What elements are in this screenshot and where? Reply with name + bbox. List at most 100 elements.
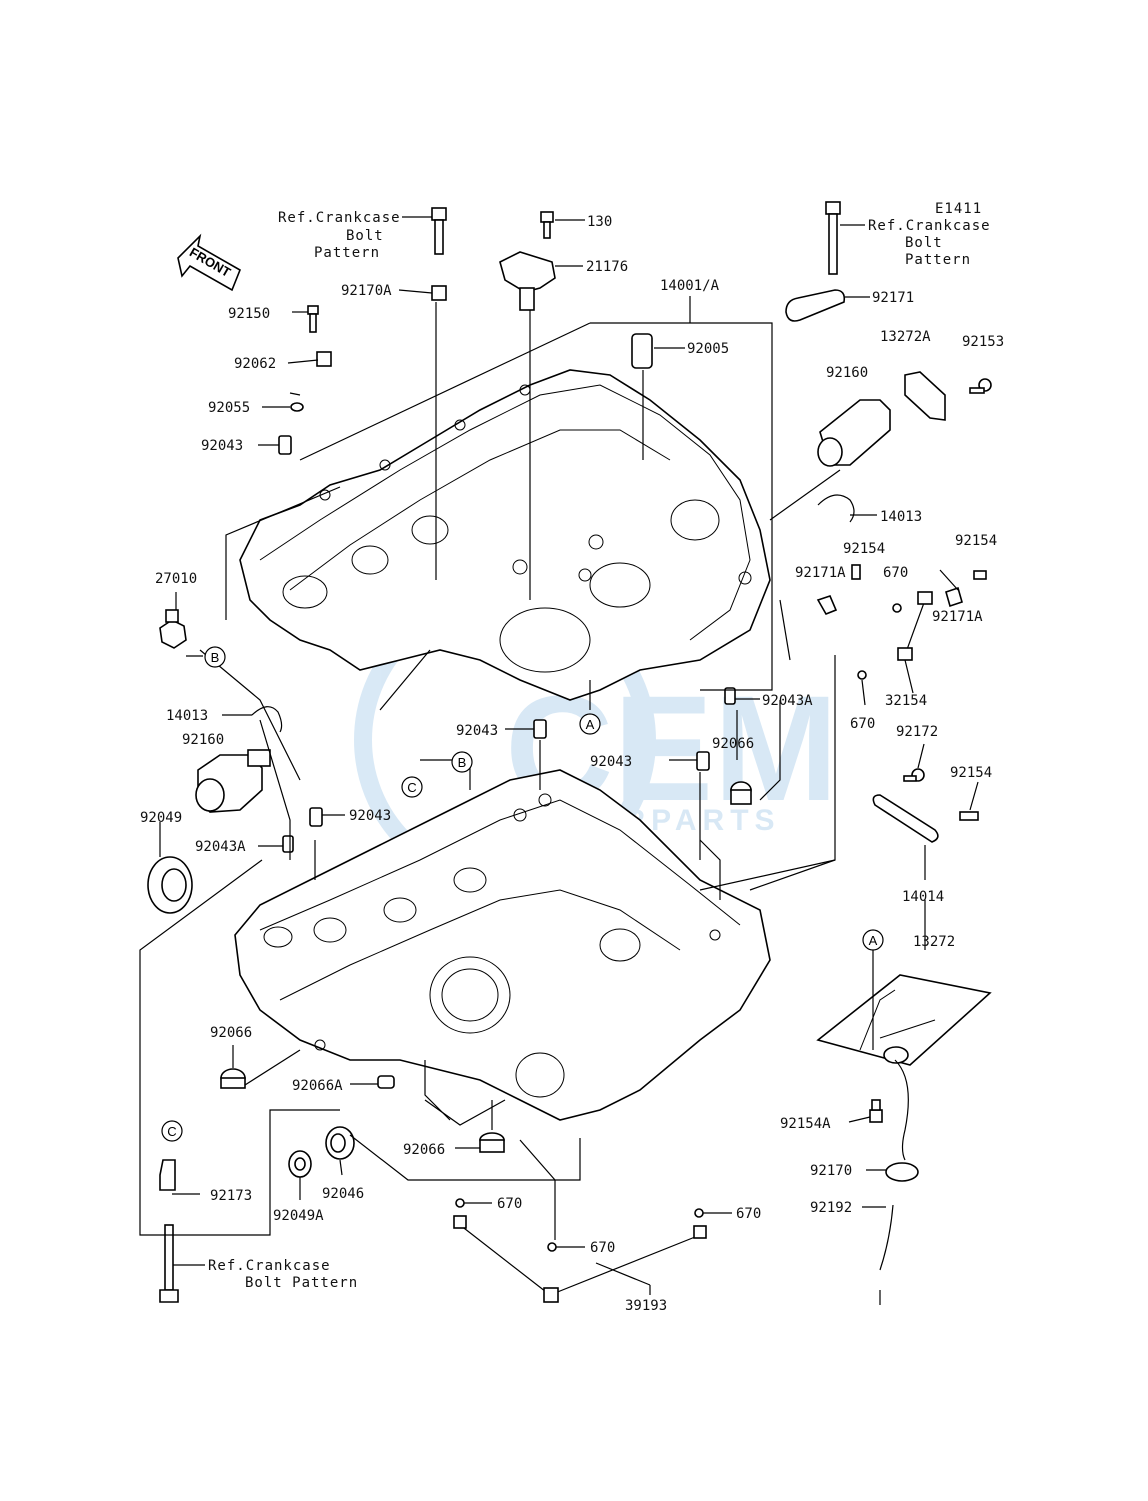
bolt-92172: [903, 768, 925, 782]
part-label: 92160: [826, 365, 868, 381]
svg-text:Ref.Crankcase: Ref.Crankcase: [278, 210, 401, 226]
part-label: 92046: [322, 1186, 364, 1202]
part-label: 92043: [456, 723, 498, 739]
bolt-92154-c: [959, 811, 979, 821]
clamp-92170A: [431, 285, 447, 301]
dowel-92043-a: [278, 435, 292, 455]
oring-670-e: [694, 1208, 704, 1218]
part-label: 14001/A: [660, 278, 720, 294]
part-label: 39193: [625, 1298, 667, 1314]
part-label: 13272: [913, 934, 955, 950]
svg-text:Ref.Crankcase: Ref.Crankcase: [208, 1258, 331, 1274]
part-label: 92173: [210, 1188, 252, 1204]
svg-text:B: B: [211, 650, 220, 665]
part-label: 27010: [155, 571, 197, 587]
plug-92066A: [377, 1075, 395, 1089]
part-label: 92154: [950, 765, 992, 781]
part-label: 92005: [687, 341, 729, 357]
plug-92066-c: [479, 1132, 505, 1153]
lower-crankcase: [234, 769, 771, 1121]
part-label: 92170A: [341, 283, 392, 299]
part-label: 92066A: [292, 1078, 343, 1094]
part-label: 92049A: [273, 1208, 324, 1224]
svg-text:A: A: [586, 717, 595, 732]
part-label: 92153: [962, 334, 1004, 350]
front-arrow-icon: FRONT: [177, 233, 242, 292]
part-label: 92043: [349, 808, 391, 824]
oring-670-b: [857, 670, 867, 680]
svg-text:Pattern: Pattern: [905, 252, 971, 268]
callout-A-right: A: [862, 929, 884, 951]
part-label: 92066: [210, 1025, 252, 1041]
part-labels: 130 21176 92170A 14001/A 92171 92150 920…: [140, 214, 1004, 1314]
part-label: 92049: [140, 810, 182, 826]
seal-92049A: [288, 1150, 312, 1178]
part-label: 32154: [885, 693, 927, 709]
part-label: 92154A: [780, 1116, 831, 1132]
svg-text:Bolt Pattern: Bolt Pattern: [245, 1275, 358, 1291]
part-label: 92154: [843, 541, 885, 557]
part-92055: [290, 402, 304, 412]
part-label: 670: [497, 1196, 522, 1212]
leader-lines: [139, 216, 979, 1295]
part-label: 670: [850, 716, 875, 732]
svg-text:Pattern: Pattern: [314, 245, 380, 261]
linkage-32154: [897, 591, 933, 661]
part-label: 670: [883, 565, 908, 581]
dowel-92043A-a: [724, 687, 736, 705]
bolt-92154A: [869, 1099, 883, 1123]
svg-text:C: C: [407, 780, 416, 795]
svg-text:B: B: [458, 755, 467, 770]
oring-670-a: [892, 603, 902, 613]
callout-B-center: B: [451, 751, 473, 773]
oil-pipe: [894, 1059, 909, 1161]
part-label: 14013: [880, 509, 922, 525]
part-92171A-b: [945, 586, 963, 608]
part-label: 670: [736, 1206, 761, 1222]
part-label: 92171A: [932, 609, 983, 625]
bolt-ref-crankcase-top: [431, 207, 447, 255]
bracket-92173: [159, 1159, 176, 1191]
part-label: 92043: [590, 754, 632, 770]
callout-C-center: C: [401, 776, 423, 798]
plate-14014: [872, 794, 939, 843]
svg-text:A: A: [869, 933, 878, 948]
clip-14013-top: [817, 494, 855, 523]
part-label: 92066: [403, 1142, 445, 1158]
callout-C-left: C: [161, 1120, 183, 1142]
bracket-13272A: [904, 371, 946, 421]
part-label: 14013: [166, 708, 208, 724]
part-92062: [316, 351, 332, 367]
shaft-92160-top: [817, 399, 891, 467]
part-label: 13272A: [880, 329, 931, 345]
ref-crankcase-bolt-1: Ref.Crankcase Bolt Pattern: [278, 210, 401, 261]
plug-92066-b: [220, 1068, 246, 1089]
part-92171A-a: [816, 595, 838, 616]
callout-B-right: B: [204, 646, 226, 668]
sensor-21176: [499, 251, 556, 311]
part-label: 92170: [810, 1163, 852, 1179]
plate-92171: [785, 289, 846, 322]
svg-text:Bolt: Bolt: [905, 235, 943, 251]
dowel-92043A-b: [282, 835, 294, 853]
bolt-ref-crankcase-right: [825, 201, 841, 275]
bearing-92046: [325, 1126, 355, 1160]
seal-92049: [147, 856, 193, 914]
part-label: 92172: [896, 724, 938, 740]
part-label: 92043A: [195, 839, 246, 855]
part-label: 92192: [810, 1200, 852, 1216]
switch-27010: [159, 609, 187, 649]
svg-text:C: C: [167, 1124, 176, 1139]
part-label: 92043: [201, 438, 243, 454]
part-label: 21176: [586, 259, 628, 275]
bolt-130: [540, 211, 554, 239]
hose-92192: [879, 1204, 894, 1271]
part-label: 92171: [872, 290, 914, 306]
oring-670-d: [547, 1242, 557, 1252]
bolt-92154-b: [973, 570, 987, 580]
callout-A-center: A: [579, 713, 601, 735]
clip-14013-left: [251, 706, 283, 733]
bolt-92153: [969, 378, 992, 394]
dowel-92043-b: [533, 719, 547, 739]
